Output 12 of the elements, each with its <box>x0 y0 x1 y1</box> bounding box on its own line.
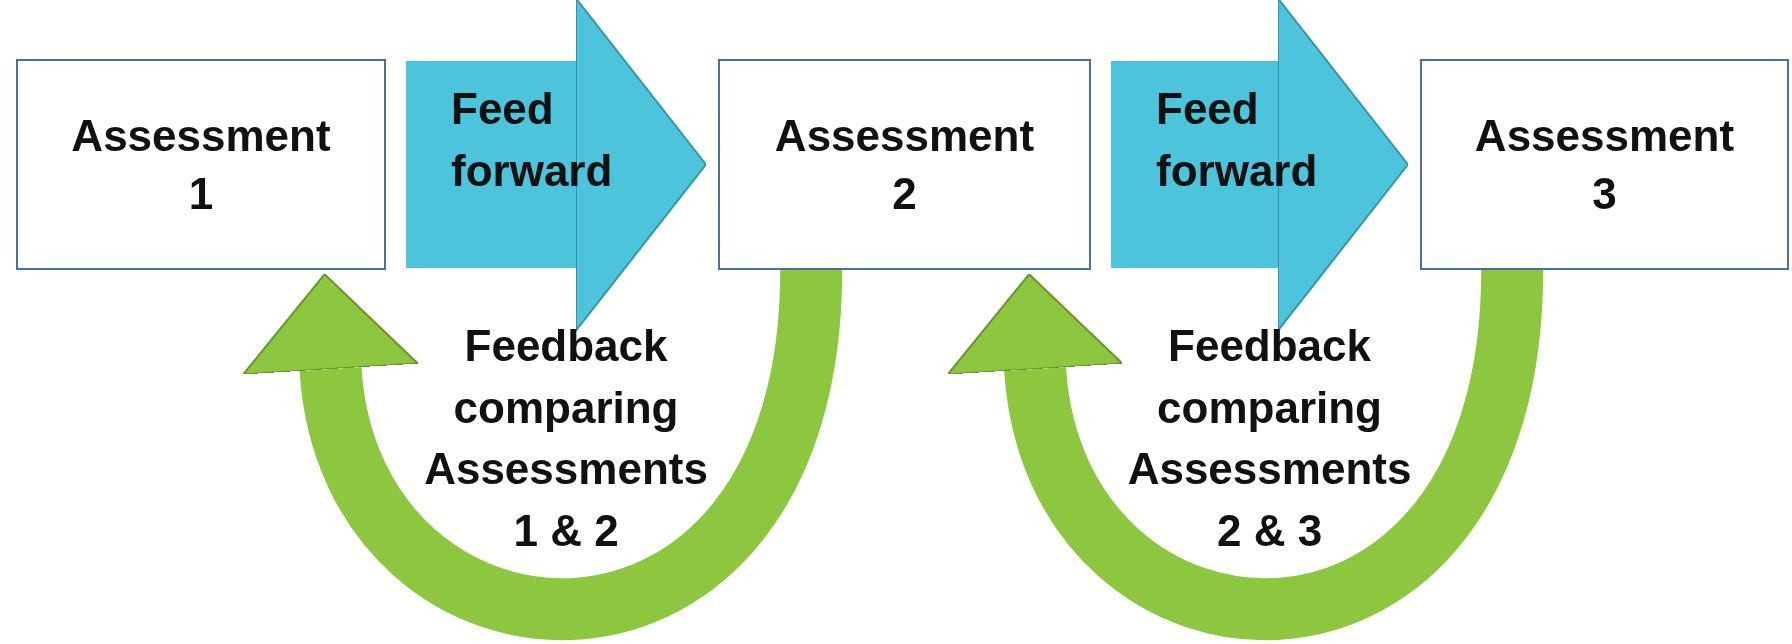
edge-label: Feedback comparing Assessments 1 & 2 <box>423 320 709 557</box>
edge-label: Feedback comparing Assessments 2 & 3 <box>1126 320 1413 557</box>
box-label: Assessment 3 <box>1474 110 1735 220</box>
block-arrow <box>406 0 707 332</box>
assessment-box <box>1420 59 1789 270</box>
assessment-box <box>16 59 386 270</box>
box-label: Assessment 1 <box>71 110 331 220</box>
box-label: Assessment 2 <box>774 110 1035 220</box>
assessment-box <box>718 59 1091 270</box>
edge-label: Feed forward <box>1156 83 1319 197</box>
edge-label: Feed forward <box>451 83 614 197</box>
block-arrow <box>1111 0 1409 332</box>
